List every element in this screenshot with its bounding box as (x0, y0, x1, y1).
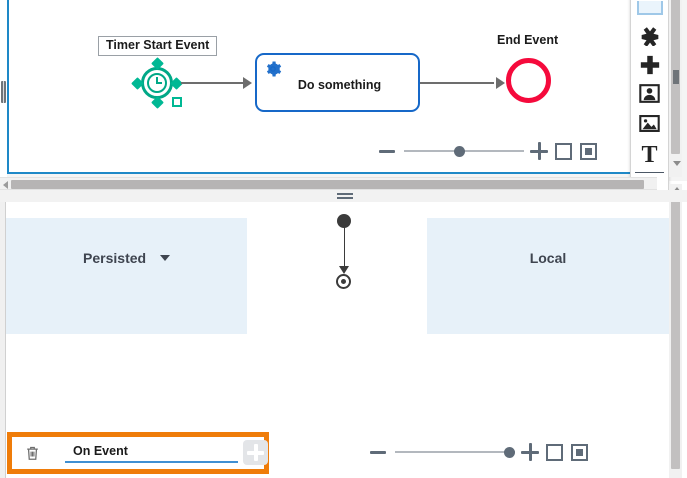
end-event-node[interactable] (506, 58, 551, 103)
palette-item-add[interactable] (630, 52, 669, 81)
zoom-slider-top[interactable] (404, 145, 524, 157)
scrollbar-thumb[interactable] (11, 180, 644, 189)
chevron-down-icon[interactable] (159, 255, 170, 262)
zoom-toolbar-bottom (370, 443, 588, 461)
scrollbar-grip[interactable] (672, 70, 679, 84)
arrow-head-icon (496, 77, 505, 89)
palette-item-text[interactable]: T (630, 140, 669, 169)
uml-initial-node[interactable] (337, 214, 351, 228)
zoom-slider-knob[interactable] (454, 146, 465, 157)
service-task-label: Do something (297, 77, 382, 92)
zoom-slider-bottom[interactable] (395, 446, 515, 458)
zoom-out-icon[interactable] (370, 450, 386, 454)
palette-divider (635, 172, 664, 174)
lane-local[interactable]: Local (427, 218, 669, 334)
bpmn-canvas[interactable]: Timer Start Event (7, 0, 656, 174)
vertical-scrollbar-top[interactable] (669, 0, 682, 177)
lane-local-label: Local (529, 250, 567, 266)
palette-item-actor[interactable] (630, 82, 669, 111)
scroll-down-icon[interactable] (672, 161, 681, 166)
text-icon: T (641, 141, 658, 168)
zoom-slider-knob[interactable] (504, 447, 515, 458)
event-name-input[interactable] (65, 443, 238, 463)
pane-splitter[interactable] (0, 190, 687, 202)
fit-to-screen-icon[interactable] (555, 142, 572, 160)
left-splitter-handle[interactable] (1, 81, 6, 103)
arrow-head-icon (243, 77, 252, 89)
service-task-node[interactable]: Do something (255, 53, 420, 112)
zoom-in-icon[interactable] (521, 443, 539, 461)
fit-to-screen-icon[interactable] (546, 443, 563, 461)
scrollbar-thumb[interactable] (671, 197, 680, 469)
resize-handle-icon[interactable] (172, 97, 182, 107)
actual-size-icon[interactable] (571, 443, 588, 461)
add-plus-icon (639, 54, 661, 81)
palette-item-picture[interactable] (630, 111, 669, 140)
clock-icon (147, 73, 167, 93)
trash-icon[interactable] (24, 444, 41, 462)
horizontal-scrollbar-top[interactable] (0, 177, 657, 190)
palette-item-shape-tool[interactable] (630, 0, 669, 23)
palette-item-delete[interactable] (630, 23, 669, 52)
delete-cross-icon (639, 24, 661, 51)
sequence-flow-2[interactable] (420, 82, 494, 84)
scroll-left-icon[interactable] (3, 181, 8, 189)
picture-icon (639, 113, 660, 139)
lane-persisted[interactable]: Persisted (6, 218, 247, 334)
add-event-button[interactable] (243, 440, 268, 465)
lane-persisted-label: Persisted (83, 250, 147, 266)
zoom-toolbar-top (379, 142, 597, 160)
lane-persisted-title: Persisted (6, 250, 247, 266)
arrow-head-icon (339, 266, 349, 274)
end-event-label: End Event (497, 33, 559, 47)
gear-icon (264, 60, 282, 78)
sequence-flow-1[interactable] (181, 82, 243, 84)
uml-control-flow[interactable] (343, 226, 345, 269)
zoom-out-icon[interactable] (379, 149, 395, 153)
shape-tool-icon (636, 0, 663, 15)
clock-hand-horizontal (156, 82, 162, 84)
zoom-in-icon[interactable] (530, 142, 548, 160)
shape-palette: T « (630, 0, 669, 201)
event-editor-bar (7, 432, 269, 474)
clock-hand-vertical (156, 77, 158, 84)
scroll-up-icon[interactable] (672, 187, 681, 192)
actual-size-icon[interactable] (580, 142, 597, 160)
timer-start-event-node[interactable] (131, 57, 183, 109)
actor-image-icon (639, 83, 660, 109)
uml-final-node[interactable] (336, 274, 351, 289)
splitter-grip-icon[interactable] (337, 193, 353, 199)
bpmn-editor-pane: Timer Start Event (0, 0, 687, 181)
vertical-scrollbar-bottom[interactable] (669, 184, 682, 478)
bottom-left-strip (0, 202, 6, 478)
lane-local-title: Local (427, 250, 669, 266)
timer-start-event-label: Timer Start Event (98, 36, 218, 56)
